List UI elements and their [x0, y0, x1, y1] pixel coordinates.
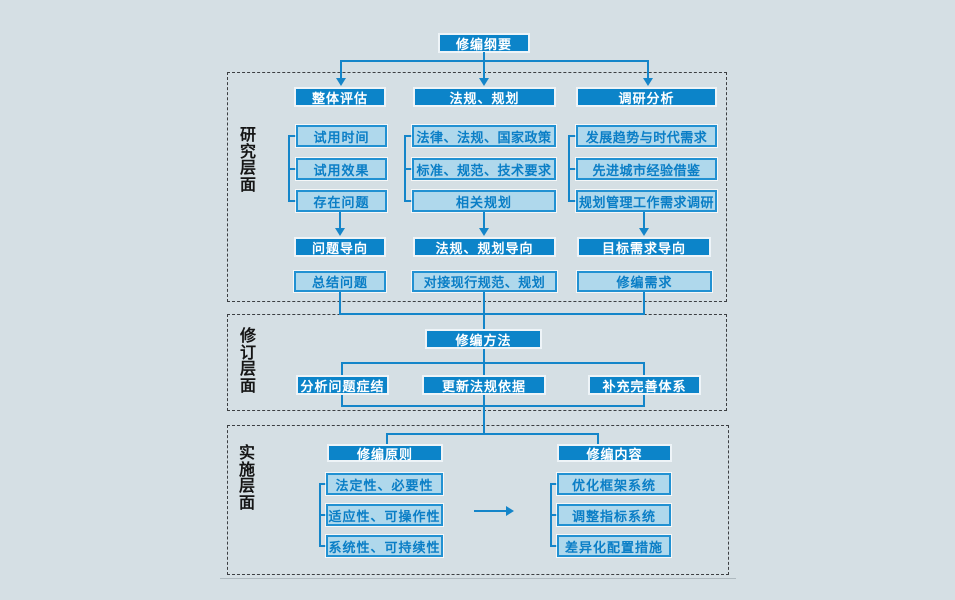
- node-revision-contents: 修编内容: [557, 444, 672, 463]
- connector: [341, 395, 343, 406]
- node-trial-time: 试用时间: [296, 125, 387, 147]
- bracket: [288, 168, 297, 170]
- connector: [339, 313, 645, 315]
- connector: [647, 60, 649, 78]
- arrow-right-icon: [506, 506, 514, 516]
- node-differentiated-measures: 差异化配置措施: [557, 535, 671, 557]
- arrow-down-icon: [479, 78, 489, 86]
- node-update-legal-basis: 更新法规依据: [422, 375, 546, 395]
- arrow-down-icon: [639, 228, 649, 236]
- connector: [483, 313, 485, 330]
- connector: [643, 292, 645, 314]
- connector: [483, 292, 485, 314]
- node-goal-demand-orientation: 目标需求导向: [577, 237, 711, 257]
- node-adjust-indicators: 调整指标系统: [557, 504, 671, 526]
- connector: [386, 433, 599, 435]
- connector: [483, 405, 485, 434]
- bracket: [568, 168, 577, 170]
- node-optimize-framework: 优化框架系统: [557, 473, 671, 495]
- connector: [643, 395, 645, 406]
- connector: [643, 212, 645, 228]
- connector: [340, 60, 342, 78]
- bracket: [319, 483, 327, 485]
- bracket: [288, 135, 297, 137]
- arrow-down-icon: [335, 228, 345, 236]
- section-label-implementation: 实施层面: [238, 443, 255, 512]
- node-problem-orientation: 问题导向: [294, 237, 386, 257]
- node-development-trends: 发展趋势与时代需求: [576, 125, 717, 147]
- section-research-frame: [227, 72, 727, 302]
- arrow-down-icon: [479, 228, 489, 236]
- connector: [339, 212, 341, 228]
- node-regulations-planning: 法规、规划: [413, 87, 556, 107]
- node-laws-policies: 法律、法规、国家政策: [412, 125, 556, 147]
- connector: [386, 433, 388, 444]
- bracket: [404, 135, 413, 137]
- bracket: [568, 200, 577, 202]
- arrow-down-icon: [643, 78, 653, 86]
- node-overall-evaluation: 整体评估: [294, 87, 386, 107]
- bracket: [550, 545, 558, 547]
- node-revision-principles: 修编原则: [327, 444, 443, 463]
- section-implementation-frame: [227, 425, 729, 575]
- bracket: [550, 514, 558, 516]
- section-label-research: 研究层面: [239, 125, 256, 194]
- arrow-down-icon: [336, 78, 346, 86]
- connector: [483, 349, 485, 363]
- node-summarize-problems: 总结问题: [294, 271, 386, 292]
- node-related-planning: 相关规划: [412, 190, 556, 212]
- bottom-edge-line: [220, 578, 736, 579]
- connector: [597, 433, 599, 444]
- node-standards-requirements: 标准、规范、技术要求: [412, 158, 556, 180]
- bracket: [288, 200, 297, 202]
- node-existing-problems: 存在问题: [296, 190, 387, 212]
- connector: [341, 362, 343, 375]
- node-adaptability-operability: 适应性、可操作性: [326, 504, 443, 526]
- connector: [339, 292, 341, 314]
- connector: [474, 510, 506, 512]
- section-label-revision: 修订层面: [239, 326, 256, 395]
- bracket: [319, 514, 327, 516]
- connector: [483, 52, 485, 61]
- node-revision-demand: 修编需求: [577, 271, 712, 292]
- connector: [341, 362, 645, 364]
- connector: [483, 60, 485, 78]
- connector: [643, 362, 645, 375]
- node-analyze-problem-crux: 分析问题症结: [296, 375, 389, 395]
- connector: [340, 60, 649, 62]
- bracket: [404, 168, 413, 170]
- node-city-experience: 先进城市经验借鉴: [576, 158, 717, 180]
- node-research-analysis: 调研分析: [576, 87, 717, 107]
- node-improve-system: 补充完善体系: [588, 375, 701, 395]
- node-systematic-sustainable: 系统性、可持续性: [326, 535, 443, 557]
- bracket: [404, 200, 413, 202]
- node-revision-outline: 修编纲要: [438, 33, 530, 53]
- connector: [341, 405, 645, 407]
- node-regulation-orientation: 法规、规划导向: [413, 237, 556, 257]
- node-revision-method: 修编方法: [425, 329, 542, 349]
- bracket: [568, 135, 577, 137]
- bracket: [319, 545, 327, 547]
- node-trial-effect: 试用效果: [296, 158, 387, 180]
- node-legality-necessity: 法定性、必要性: [326, 473, 443, 495]
- connector: [483, 362, 485, 375]
- connector: [483, 212, 485, 228]
- connector: [483, 395, 485, 406]
- bracket: [550, 483, 558, 485]
- node-align-current-standards: 对接现行规范、规划: [412, 271, 557, 292]
- node-management-survey: 规划管理工作需求调研: [576, 190, 717, 212]
